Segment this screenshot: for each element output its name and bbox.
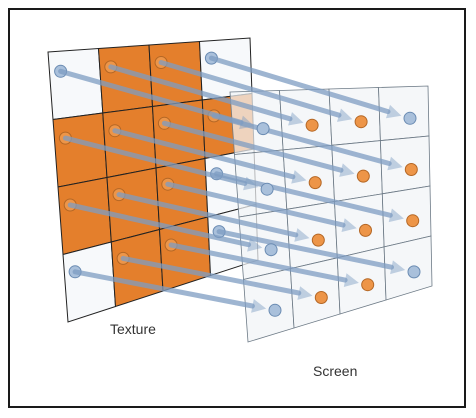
arrow-head-2-1 — [294, 228, 310, 242]
screen-dot-0-0 — [256, 122, 270, 136]
arrow-head-0-3 — [386, 104, 402, 119]
arrow-shaft-0-1 — [108, 64, 293, 122]
arrow-head-3-2 — [343, 273, 359, 287]
screen-dot-1-3 — [404, 163, 418, 176]
texture-cell-2-1 — [106, 167, 161, 243]
arrow-head-3-3 — [390, 260, 406, 275]
arrow-shaft-2-3 — [214, 171, 393, 218]
screen-dot-1-0 — [260, 182, 274, 196]
texture-cell-2-0 — [57, 176, 112, 256]
arrow-head-1-1 — [291, 170, 307, 184]
arrow-head-0-2 — [337, 108, 353, 122]
mapping-arrows — [58, 55, 406, 313]
screen-dot-2-2 — [359, 223, 372, 237]
screen-dot-1-2 — [356, 169, 370, 183]
arrow-shaft-1-0 — [62, 135, 248, 186]
arrow-shaft-2-2 — [165, 181, 346, 228]
screen-cell-3-3 — [383, 235, 433, 301]
arrow-head-3-1 — [297, 286, 313, 300]
arrow-shaft-1-1 — [112, 128, 296, 180]
texture-cell-3-1 — [110, 228, 164, 308]
screen-dot-2-3 — [406, 214, 420, 228]
arrow-head-2-0 — [247, 237, 263, 252]
screen-dot-2-1 — [311, 233, 325, 247]
screen-dot-3-0 — [268, 303, 282, 317]
arrow-head-2-2 — [341, 218, 357, 232]
arrow-shaft-2-0 — [67, 202, 252, 248]
arrow-shaft-3-0 — [72, 269, 255, 309]
screen-dot-2-0 — [264, 243, 278, 257]
arrow-shaft-3-3 — [216, 229, 394, 270]
arrow-shaft-0-3 — [208, 55, 391, 115]
texture-cell-1-0 — [52, 112, 108, 188]
arrow-head-1-3 — [387, 156, 403, 171]
arrow-head-0-1 — [288, 112, 304, 126]
arrow-head-2-3 — [388, 208, 404, 223]
screen-label: Screen — [313, 363, 357, 379]
arrow-shaft-3-2 — [168, 242, 348, 283]
arrow-shaft-2-1 — [116, 192, 299, 238]
arrow-shaft-0-0 — [58, 68, 244, 125]
texture-cell-0-0 — [47, 47, 104, 121]
screen-dot-3-2 — [361, 278, 375, 292]
screen-dot-0-2 — [354, 115, 368, 129]
arrow-head-1-2 — [339, 163, 355, 177]
texture-label: Texture — [110, 321, 156, 337]
screen-dot-3-3 — [407, 265, 421, 279]
arrow-shaft-3-1 — [120, 255, 302, 296]
arrow-shaft-0-2 — [158, 60, 342, 118]
screen-dot-3-1 — [314, 291, 328, 304]
screen-dot-0-1 — [305, 118, 319, 132]
screen-dot-0-3 — [403, 111, 417, 125]
screen-dots — [256, 111, 421, 317]
arrow-shaft-1-2 — [161, 120, 344, 173]
screen-dot-1-1 — [308, 176, 322, 190]
arrow-head-3-0 — [251, 299, 267, 313]
arrow-shaft-1-3 — [211, 113, 392, 166]
texture-cell-3-0 — [62, 241, 117, 323]
texture-cell-1-1 — [102, 105, 157, 179]
